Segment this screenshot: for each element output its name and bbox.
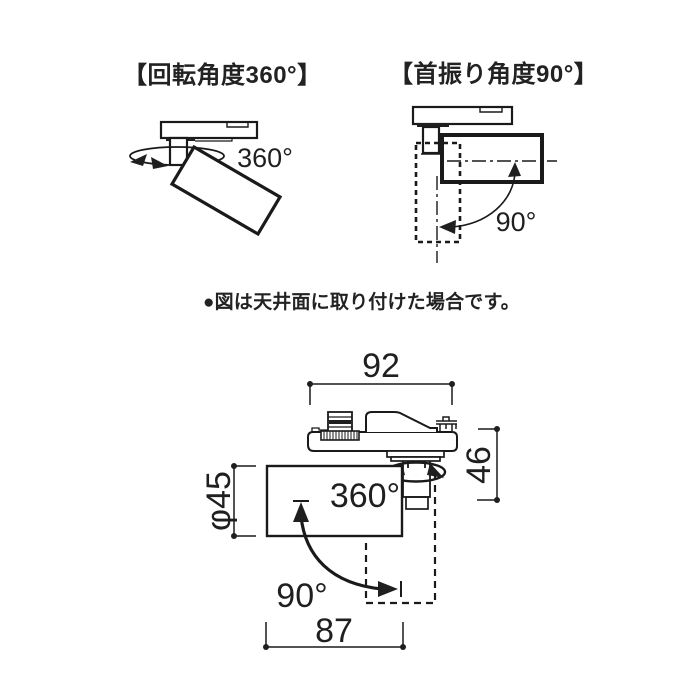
dimension-87: 87 — [263, 612, 406, 650]
swivel-diagram: 90° — [411, 105, 557, 263]
rotation-diagram: 360° — [129, 120, 293, 237]
body-diameter-label: φ45 — [200, 471, 238, 531]
adapter-knob — [436, 416, 457, 431]
dimension-d45: φ45 — [200, 463, 256, 539]
adapter-knurl-hatch — [323, 431, 358, 440]
swivel-adapter-foot — [417, 123, 449, 127]
tilt-arrowhead-up — [293, 502, 309, 522]
swivel-arc-arrowhead-left — [439, 220, 456, 234]
rotation-ellipse — [129, 146, 225, 166]
adapter-plate-upper — [386, 450, 445, 458]
rotation-arrowhead-right — [151, 157, 168, 169]
swivel-angle-label: 90° — [496, 207, 537, 237]
rotation-adapter-notch — [226, 122, 249, 128]
rotation-spotlight-body — [169, 144, 283, 237]
adapter-hump — [365, 411, 438, 432]
swivel-spotlight-ghost — [414, 141, 462, 244]
swivel-arc-arrowhead-top — [508, 162, 521, 177]
rotation-angle-label: 360° — [237, 143, 293, 173]
adapter-side-view — [307, 411, 458, 510]
body-rotation-label: 360° — [330, 477, 400, 515]
ceiling-mount-note: ●図は天井面に取り付けた場合です。 — [203, 292, 520, 313]
rotation-arrowhead-left — [130, 154, 147, 166]
tilted-body-ghost — [364, 473, 437, 605]
swivel-adapter-notch — [479, 107, 503, 113]
tilt-arc: 90° — [276, 502, 398, 615]
tilt-arrowhead-right — [378, 581, 398, 597]
swivel-arc — [451, 171, 516, 228]
rotation-adapter-base — [159, 120, 259, 140]
tilt-angle-label: 90° — [276, 577, 327, 615]
adapter-lever-band — [329, 420, 351, 424]
dimension-92: 92 — [307, 347, 455, 405]
swivel-stem — [421, 125, 441, 155]
adapter-width-label: 92 — [362, 347, 400, 385]
rotation-angle-heading: 【回転角度360°】 — [123, 62, 322, 89]
adapter-knurl-dial — [320, 430, 360, 441]
swivel-spotlight-body — [440, 133, 544, 184]
adapter-neck — [402, 461, 431, 498]
dimension-46: 46 — [460, 426, 500, 503]
mount-height-label: 46 — [460, 446, 498, 484]
swivel-angle-heading: 【首振り角度90°】 — [389, 61, 599, 88]
adapter-plate-lower — [390, 456, 441, 462]
swivel-adapter-base — [411, 105, 514, 126]
dimension-drawing: 92 — [200, 347, 500, 650]
adapter-neck-block — [405, 496, 429, 510]
body-length-label: 87 — [315, 612, 353, 650]
spotlight-body — [265, 464, 404, 538]
rotation-adapter-step — [195, 138, 233, 142]
neck-arrowhead-right — [427, 463, 444, 478]
